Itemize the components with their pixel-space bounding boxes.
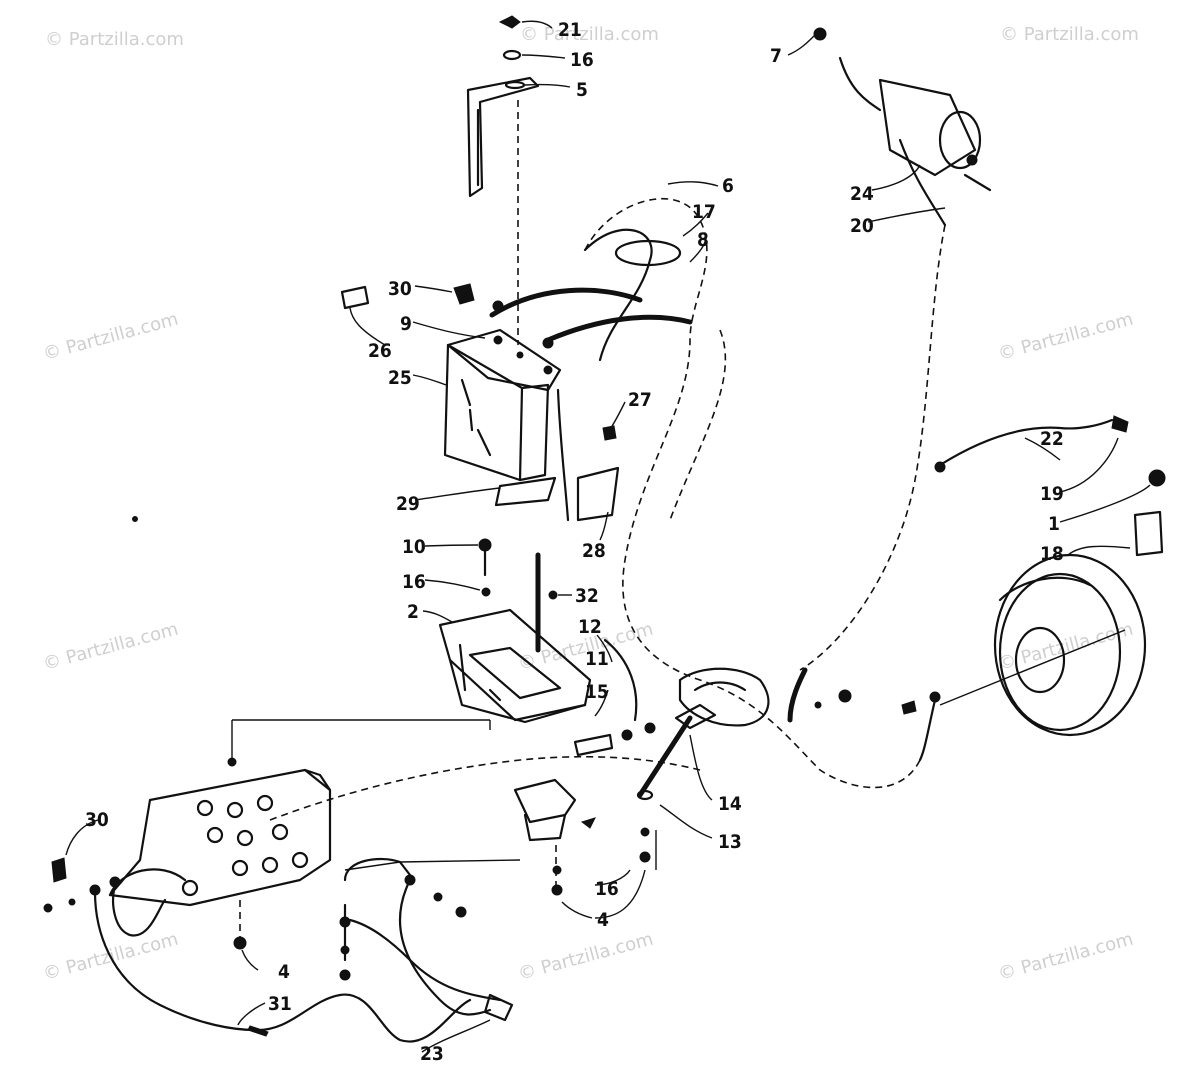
battery-cable	[489, 287, 643, 318]
callout-2: 2	[407, 601, 419, 623]
callout-16: 16	[570, 49, 594, 71]
callout-16: 16	[402, 571, 426, 593]
callout-20: 20	[850, 215, 874, 237]
watermark: © Partzilla.com	[996, 309, 1136, 365]
callout-labels: 21 16 5 7 6 17 8 24 20 30 9 26 25 27 29 …	[85, 19, 1064, 1065]
callout-32: 32	[575, 585, 599, 607]
chassis-outline	[583, 228, 653, 362]
callout-11: 11	[585, 648, 609, 670]
callout-9: 9	[400, 313, 412, 335]
callout-7: 7	[770, 45, 782, 67]
callout-25: 25	[388, 367, 412, 389]
watermark: © Partzilla.com	[1000, 24, 1139, 45]
callout-30: 30	[85, 809, 109, 831]
callout-19: 19	[1040, 483, 1064, 505]
battery-strap-part	[466, 15, 540, 198]
chassis-outline	[669, 329, 727, 521]
callout-28: 28	[582, 540, 606, 562]
starter-wire	[799, 224, 946, 671]
callout-leaders	[65, 20, 1151, 1053]
callout-13: 13	[718, 831, 742, 853]
callout-4: 4	[597, 909, 609, 931]
watermark: © Partzilla.com	[41, 309, 181, 365]
callout-10: 10	[402, 536, 426, 558]
callout-23: 23	[420, 1043, 444, 1065]
harness-22-part	[934, 415, 1166, 557]
callout-31: 31	[268, 993, 292, 1015]
starter-solenoid-part	[813, 27, 992, 227]
callout-22: 22	[1040, 428, 1064, 450]
callout-21: 21	[558, 19, 582, 41]
callout-30: 30	[388, 278, 412, 300]
watermark: © Partzilla.com	[520, 24, 659, 45]
battery-part	[443, 328, 562, 507]
engine-housing-part	[108, 757, 332, 907]
mounting-hardware	[573, 638, 717, 870]
cable-part	[43, 857, 521, 1043]
callout-8: 8	[697, 229, 709, 251]
engine-mount-part	[678, 667, 770, 727]
watermarks: © Partzilla.com © Partzilla.com © Partzi…	[41, 24, 1139, 985]
battery-cable	[556, 388, 570, 522]
callout-27: 27	[628, 389, 652, 411]
callout-26: 26	[368, 340, 392, 362]
watermark: © Partzilla.com	[41, 619, 181, 675]
bolt-10	[478, 538, 492, 552]
clamp-ring	[614, 239, 682, 267]
watermark: © Partzilla.com	[996, 929, 1136, 985]
wire-clip	[787, 667, 808, 723]
callout-16: 16	[595, 878, 619, 900]
flywheel-cover-part	[901, 553, 1147, 762]
callout-1: 1	[1048, 513, 1060, 535]
battery-tray-part	[438, 608, 592, 724]
callout-29: 29	[396, 493, 420, 515]
callout-6: 6	[722, 175, 734, 197]
callout-4: 4	[278, 961, 290, 983]
callout-14: 14	[718, 793, 742, 815]
callout-12: 12	[578, 616, 602, 638]
callout-5: 5	[576, 79, 588, 101]
watermark: © Partzilla.com	[45, 29, 184, 50]
switch-bracket-part	[513, 778, 651, 896]
watermark: © Partzilla.com	[516, 929, 656, 985]
callout-17: 17	[692, 201, 716, 223]
battery-cable	[545, 314, 693, 343]
callout-15: 15	[585, 681, 609, 703]
callout-24: 24	[850, 183, 874, 205]
callout-18: 18	[1040, 543, 1064, 565]
